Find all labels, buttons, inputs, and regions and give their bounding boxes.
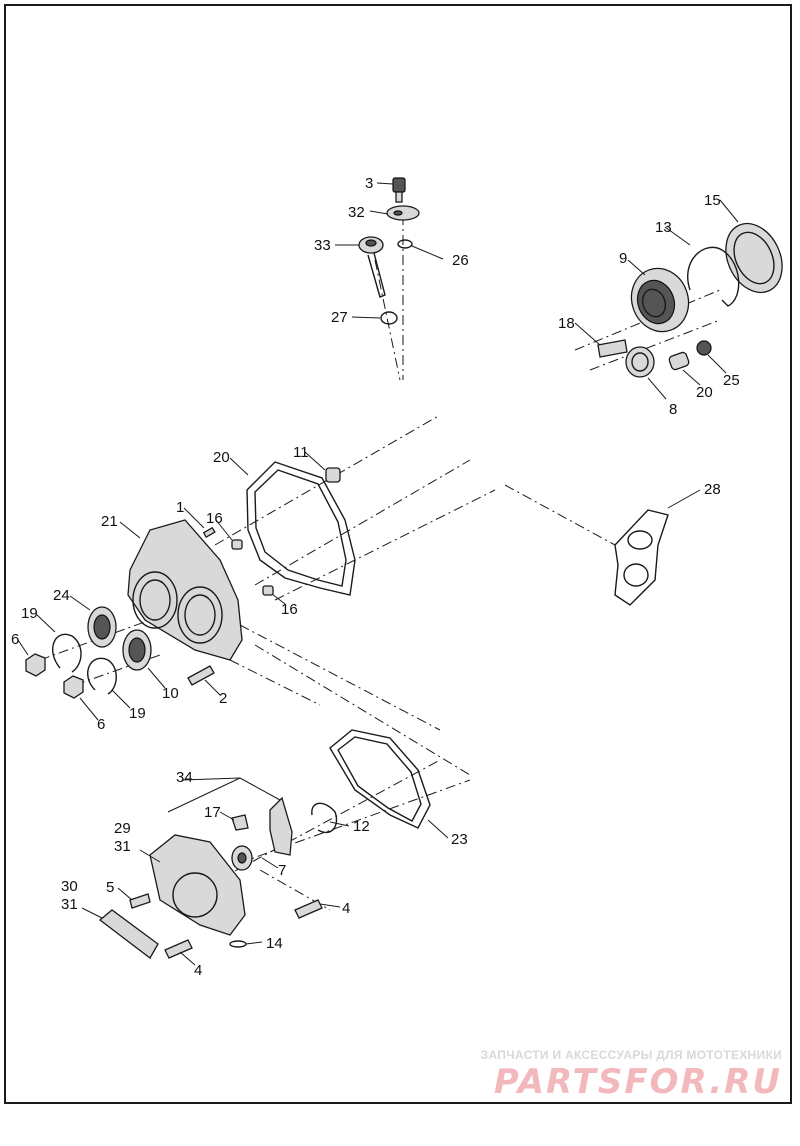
lever-part	[269, 796, 293, 856]
bearing-cap-part	[231, 845, 253, 871]
callout-label: 27	[331, 309, 348, 326]
retaining-ring-part	[51, 633, 82, 673]
callout-label: 7	[278, 862, 286, 879]
screw-part	[129, 893, 151, 909]
o-ring-part	[380, 311, 398, 325]
callout-label: 31	[61, 896, 78, 913]
callout-label: 33	[314, 237, 331, 254]
clip-part	[231, 814, 249, 831]
callout-label: 12	[353, 818, 370, 835]
needle-bearing-part	[625, 346, 655, 378]
callout-label: 11	[293, 444, 309, 461]
screw-part	[294, 899, 323, 919]
callout-label: 4	[194, 962, 202, 979]
sleeve-part	[668, 351, 690, 371]
bolt-part	[187, 665, 215, 686]
retaining-ring-part	[311, 802, 338, 834]
callout-label: 6	[11, 631, 19, 648]
washer-part	[397, 239, 413, 249]
callout-label: 6	[97, 716, 105, 733]
callout-label: 21	[101, 513, 118, 530]
nut-part	[696, 340, 712, 356]
callout-label: 15	[704, 192, 721, 209]
housing-part	[127, 519, 243, 661]
screw-part	[164, 939, 193, 959]
screw-part	[392, 177, 406, 203]
callout-label: 20	[213, 449, 230, 466]
main-bearing-part	[630, 267, 690, 333]
callout-label: 28	[704, 481, 721, 498]
callout-label: 20	[696, 384, 713, 401]
dowel-part	[231, 539, 243, 550]
callout-label: 5	[106, 879, 114, 896]
callout-label: 32	[348, 204, 365, 221]
seal-part	[725, 222, 783, 294]
callout-label: 29	[114, 820, 131, 837]
callout-label: 1	[176, 499, 184, 516]
dipstick-plug-part	[358, 236, 386, 298]
callout-label: 2	[219, 690, 227, 707]
gasket-part	[246, 461, 356, 596]
callout-label: 19	[21, 605, 38, 622]
diagram-frame	[4, 4, 792, 1104]
callout-label: 8	[669, 401, 677, 418]
bushing-part	[325, 467, 341, 483]
callout-label: 31	[114, 838, 131, 855]
clip-part	[229, 940, 247, 948]
callout-label: 3	[365, 175, 373, 192]
watermark-tagline: ЗАПЧАСТИ И АКСЕССУАРЫ ДЛЯ МОТОТЕХНИКИ	[480, 1048, 782, 1062]
callout-label: 13	[655, 219, 672, 236]
leader-lines	[17, 182, 739, 966]
callout-label: 17	[204, 804, 221, 821]
cap-washer-part	[386, 205, 420, 221]
cover-gasket-part	[329, 729, 431, 829]
bearing-part	[122, 629, 152, 671]
callout-label: 18	[558, 315, 575, 332]
watermark: ЗАПЧАСТИ И АКСЕССУАРЫ ДЛЯ МОТОТЕХНИКИ PA…	[481, 1048, 782, 1100]
callout-label: 4	[342, 900, 350, 917]
side-cover-part	[149, 834, 246, 936]
nut-part	[63, 675, 84, 699]
callout-label: 26	[452, 252, 469, 269]
dowel-part	[262, 585, 274, 596]
callout-label: 16	[206, 510, 223, 527]
shaft-part	[597, 339, 628, 358]
callout-label: 25	[723, 372, 740, 389]
callout-label: 10	[162, 685, 179, 702]
callout-label: 24	[53, 587, 70, 604]
bearing-part	[87, 606, 117, 648]
retaining-ring-part	[87, 657, 117, 695]
nut-part	[25, 653, 46, 677]
watermark-logo: PARTSFOR.RU	[493, 1062, 782, 1102]
callout-label: 9	[619, 250, 627, 267]
callout-label: 30	[61, 878, 78, 895]
callout-label: 19	[129, 705, 146, 722]
callout-label: 16	[281, 601, 298, 618]
callout-numbers: 3 32 33 26 27 15 13 9 18 8 20 25 20 11 2…	[11, 175, 740, 979]
callout-label: 34	[176, 769, 193, 786]
callout-label: 14	[266, 935, 283, 952]
callout-label: 23	[451, 831, 468, 848]
gasket-small-part	[614, 509, 669, 606]
pin-part	[202, 526, 216, 538]
name-plate-part	[98, 909, 159, 959]
retaining-ring-part	[687, 246, 740, 307]
